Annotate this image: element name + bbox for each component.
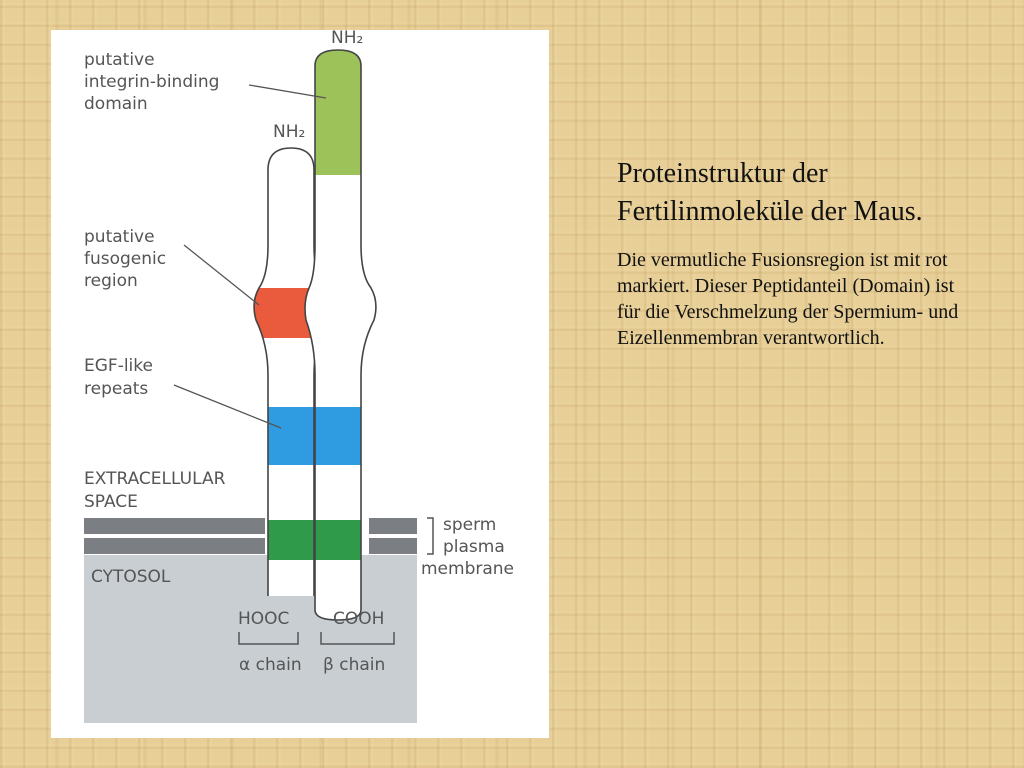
integrin-label-line2: integrin-binding <box>84 72 219 92</box>
beta-nterm-label: NH₂ <box>331 30 363 48</box>
alpha-chain-label: α chain <box>239 655 302 675</box>
plasma-membrane <box>84 518 417 554</box>
integrin-label-line3: domain <box>84 94 148 114</box>
fusogenic-label-line3: region <box>84 271 138 291</box>
beta-chain-label: β chain <box>323 655 385 675</box>
integrin-label-line1: putative <box>84 50 155 70</box>
beta-chain-bracket <box>320 632 395 645</box>
beta-cterm-label: COOH <box>333 609 384 629</box>
membrane-label-line2: plasma <box>443 537 505 557</box>
fusogenic-label-line1: putative <box>84 227 155 247</box>
alpha-chain-bracket <box>238 632 299 645</box>
fusogenic-label-line2: fusogenic <box>84 249 166 269</box>
membrane-bracket <box>427 517 434 555</box>
slide-body-text: Die vermutliche Fusionsregion ist mit ro… <box>617 249 959 349</box>
alpha-nterm-label: NH₂ <box>273 122 305 142</box>
egf-label-line1: EGF-like <box>84 356 153 376</box>
slide-text-block: Proteinstruktur der Fertilinmoleküle der… <box>617 155 962 351</box>
alpha-cterm-label: HOOC <box>238 609 289 629</box>
egf-label-line2: repeats <box>84 379 148 399</box>
cytosol-label: CYTOSOL <box>91 567 171 587</box>
leader-lines <box>173 84 327 429</box>
fertilin-diagram: NH₂ NH₂ putative integrin-binding domain… <box>51 30 549 738</box>
extracellular-label-line2: SPACE <box>84 492 138 512</box>
membrane-label-line1: sperm <box>443 515 496 535</box>
membrane-label-line3: membrane <box>421 559 514 579</box>
extracellular-label-line1: EXTRACELLULAR <box>84 469 226 489</box>
beta-integrin-band <box>305 50 376 175</box>
slide-title: Proteinstruktur der Fertilinmoleküle der… <box>617 158 923 227</box>
